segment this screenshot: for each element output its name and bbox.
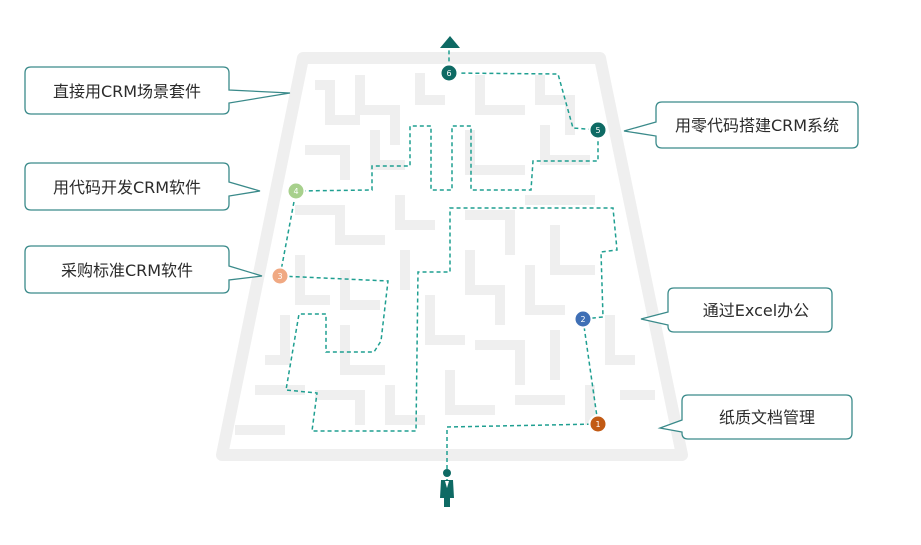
step-4: 4 用代码开发CRM软件: [24, 162, 306, 211]
step-5-number: 5: [595, 126, 600, 135]
maze: [216, 52, 688, 461]
step-4-number: 4: [293, 187, 298, 196]
step-5-bubble: [623, 101, 859, 149]
step-3-bubble: [24, 245, 263, 294]
maze-inner-walls: [235, 73, 655, 435]
step-2-bubble: [640, 287, 833, 333]
step-5-label: 用零代码搭建CRM系统: [675, 116, 839, 135]
step-1: 1 纸质文档管理: [588, 394, 853, 440]
step-3-node: [270, 266, 290, 286]
step-3-label: 采购标准CRM软件: [61, 261, 193, 280]
maze-outer-wall: [216, 52, 688, 461]
step-2-number: 2: [580, 315, 585, 324]
step-6-number: 6: [446, 69, 451, 78]
step-4-label: 用代码开发CRM软件: [53, 178, 201, 197]
step-1-node: [588, 414, 608, 434]
step-3: 3 采购标准CRM软件: [24, 245, 290, 294]
step-2: 2 通过Excel办公: [573, 287, 833, 333]
step-2-label: 通过Excel办公: [703, 301, 809, 320]
step-4-bubble: [24, 162, 261, 211]
step-6-node: [439, 63, 459, 83]
step-1-label: 纸质文档管理: [719, 408, 815, 427]
step-6: 6 直接用CRM场景套件: [24, 63, 459, 115]
step-5-node: [588, 120, 608, 140]
solution-path: [279, 48, 618, 490]
step-6-bubble: [24, 66, 291, 115]
step-1-number: 1: [595, 420, 600, 429]
step-5: 5 用零代码搭建CRM系统: [588, 101, 859, 149]
step-2-node: [573, 309, 593, 329]
step-1-bubble: [657, 394, 853, 440]
triangle-arrow-icon: [440, 36, 460, 48]
step-6-label: 直接用CRM场景套件: [53, 82, 201, 101]
step-4-node: [286, 181, 306, 201]
step-3-number: 3: [277, 272, 282, 281]
person-icon: [440, 469, 454, 507]
